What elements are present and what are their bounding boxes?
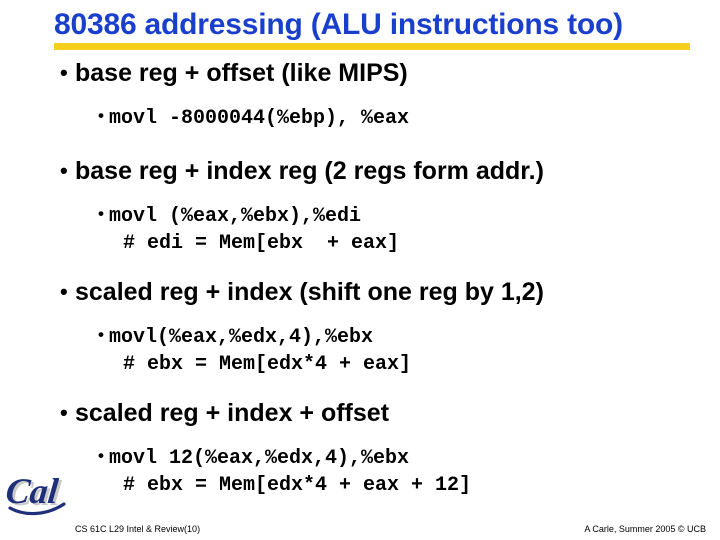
code-line-4-0-text: movl 12(%eax,%edx,4),%ebx [109,447,410,470]
spacer [0,430,720,442]
code-line-3-1: # ebx = Mem[edx*4 + eax] [123,353,412,376]
bullet-group-2: • base reg + index reg (2 regs form addr.… [0,154,720,257]
bullet-heading-2-label: base reg + index reg (2 regs form addr.) [75,157,544,185]
slide-title-block: 80386 addressing (ALU instructions too) [54,8,694,50]
code-line-1-0-text: movl -8000044(%ebp), %eax [109,107,410,130]
bullet-glyph-icon: • [60,158,68,183]
bullet-heading-2: • base reg + index reg (2 regs form addr.… [0,154,720,188]
bullet-group-1: • base reg + offset (like MIPS) • movl -80… [0,56,720,132]
spacer [0,90,720,102]
bullet-glyph-icon: • [60,60,68,85]
bullet-heading-4-label: scaled reg + index + offset [75,399,390,427]
code-line-3-0-text: movl(%eax,%edx,4),%ebx [109,326,374,349]
code-line-4-0: • movl 12(%eax,%edx,4),%ebx [0,442,720,472]
spacer [0,188,720,200]
bullet-heading-3-label: scaled reg + index (shift one reg by 1,2… [75,278,544,306]
title-underline-rule [54,43,690,50]
bullet-group-3: • scaled reg + index (shift one reg by 1,… [0,275,720,378]
spacer [0,257,720,275]
bullet-glyph-icon: • [60,279,68,304]
code-line-2-0: • movl (%eax,%ebx),%edi [0,200,720,230]
bullet-heading-1: • base reg + offset (like MIPS) [0,56,720,90]
slide-body: • base reg + offset (like MIPS) • movl -80… [0,56,720,499]
footer-left-text: CS 61C L29 Intel & Review(10) [75,524,201,534]
svg-text:Cal: Cal [7,473,63,513]
sub-bullet-glyph-icon: • [98,204,104,223]
bullet-heading-3: • scaled reg + index (shift one reg by 1,… [0,275,720,309]
code-line-1-0: • movl -8000044(%ebp), %eax [0,102,720,132]
page-title: 80386 addressing (ALU instructions too) [54,8,623,41]
code-line-3-0: • movl(%eax,%edx,4),%ebx [0,321,720,351]
bullet-heading-1-label: base reg + offset (like MIPS) [75,59,408,87]
code-line-2-1: # edi = Mem[ebx + eax] [123,232,400,255]
footer-right-text: A Carle, Summer 2005 © UCB [584,524,706,534]
bullet-glyph-icon: • [60,400,68,425]
spacer [0,309,720,321]
svg-text:Cal: Cal [6,471,60,511]
bullet-group-4: • scaled reg + index + offset • movl 12(%e… [0,396,720,499]
cal-logo-icon: Cal Cal [6,470,76,518]
bullet-heading-4: • scaled reg + index + offset [0,396,720,430]
sub-bullet-glyph-icon: • [98,446,104,465]
code-line-4-1: # ebx = Mem[edx*4 + eax + 12] [123,474,472,497]
spacer [0,378,720,396]
sub-bullet-glyph-icon: • [98,106,104,125]
sub-bullet-glyph-icon: • [98,325,104,344]
spacer [0,132,720,154]
code-line-2-0-text: movl (%eax,%ebx),%edi [109,205,362,228]
